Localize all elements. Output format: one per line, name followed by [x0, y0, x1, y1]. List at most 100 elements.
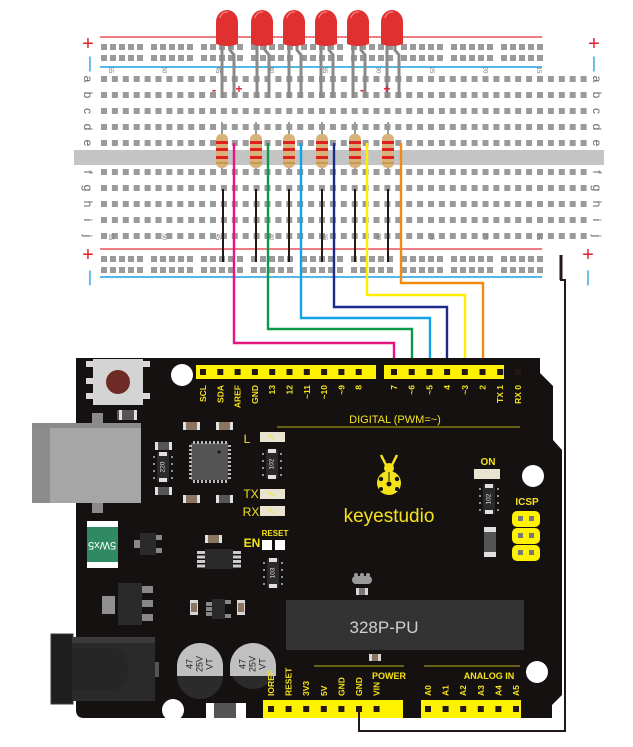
rail-hole	[260, 55, 266, 61]
breadboard-hole	[297, 124, 304, 130]
analog-header[interactable]	[421, 700, 521, 718]
polyfuse-end	[87, 562, 118, 568]
array-code: 102	[269, 458, 276, 469]
breadboard-hole	[275, 217, 282, 223]
header-pin	[355, 369, 362, 375]
chip-pin	[189, 461, 192, 463]
array-end	[268, 449, 276, 453]
breadboard-hole	[210, 217, 216, 223]
dc-jack-pin	[155, 662, 159, 677]
mounting-hole-right-top	[522, 465, 544, 487]
digital-header-left[interactable]	[196, 365, 376, 379]
breadboard-hole	[210, 169, 216, 175]
breadboard-hole	[101, 185, 107, 191]
icsp-header[interactable]	[512, 511, 540, 561]
rail-hole	[528, 256, 534, 262]
resistor-band	[316, 148, 328, 151]
breadboard-hole	[580, 140, 587, 146]
resistor-band	[316, 162, 328, 164]
breadboard-hole	[449, 92, 456, 98]
rail-hole	[487, 267, 493, 273]
led-rx-glyph	[267, 508, 275, 514]
rail-hole	[287, 267, 293, 273]
smd-cap	[119, 410, 122, 420]
breadboard-hole	[504, 169, 511, 175]
breadboard-hole	[558, 76, 565, 82]
breadboard-hole	[122, 92, 129, 98]
breadboard-hole	[526, 169, 533, 175]
array-body	[266, 449, 278, 479]
rail-hole	[151, 44, 157, 50]
array-pin	[281, 583, 283, 585]
breadboard-hole	[526, 140, 533, 146]
breadboard-hole	[144, 217, 151, 223]
breadboard-hole	[253, 185, 260, 191]
breadboard-hole	[144, 76, 151, 82]
breadboard-hole	[569, 76, 576, 82]
breadboard-hole	[144, 233, 151, 239]
breadboard-hole	[111, 124, 118, 130]
breadboard-hole	[395, 169, 402, 175]
breadboard-hole	[373, 76, 380, 82]
digital-pin-label: ~6	[407, 385, 417, 395]
rail-hole	[501, 256, 507, 262]
breadboard-hole	[558, 169, 565, 175]
chip-pin	[213, 441, 215, 444]
led-body	[315, 10, 337, 46]
breadboard-hole	[101, 169, 107, 175]
breadboard-hole	[122, 140, 129, 146]
breadboard-hole	[471, 76, 478, 82]
rail-hole	[219, 267, 225, 273]
rail-hole	[337, 55, 343, 61]
usb-connector-top	[32, 423, 141, 428]
array-pin	[280, 474, 282, 476]
digital-pin-label: 12	[285, 385, 295, 395]
digital-pin-label: GND	[250, 385, 260, 404]
breadboard-hole	[515, 217, 522, 223]
rail-hole	[310, 267, 316, 273]
reset-button-cap[interactable]	[106, 370, 130, 394]
rail-hole	[419, 256, 425, 262]
row-label: e	[81, 140, 95, 147]
polyfuse-end	[87, 521, 118, 527]
breadboard-hole	[122, 233, 129, 239]
power-header[interactable]	[263, 700, 403, 718]
breadboard-hole	[122, 124, 129, 130]
breadboard-hole	[406, 124, 413, 130]
digital-pin-label: AREF	[233, 385, 243, 408]
rail-hole	[537, 267, 543, 273]
column-number: 50	[161, 234, 167, 241]
digital-pin-label: 2	[478, 385, 488, 390]
array-pin	[497, 509, 499, 511]
breadboard-hole	[460, 76, 467, 82]
header-pin	[268, 706, 274, 712]
usb-tab	[92, 503, 103, 513]
rail-hole	[187, 267, 193, 273]
digital-header-right[interactable]	[384, 365, 504, 379]
breadboard-hole	[580, 76, 587, 82]
breadboard-hole	[177, 76, 184, 82]
reset-button-leg	[86, 378, 93, 384]
breadboard-hole	[362, 233, 369, 239]
breadboard-hole	[580, 233, 587, 239]
breadboard-hole	[471, 217, 478, 223]
rail-hole	[301, 44, 307, 50]
wire-pink	[232, 143, 396, 372]
power-title: POWER	[372, 671, 407, 681]
header-pin	[514, 369, 521, 375]
breadboard-hole	[188, 140, 195, 146]
smd-cap-body	[186, 422, 197, 430]
array-pin	[153, 463, 155, 465]
breadboard-hole	[319, 185, 325, 191]
breadboard-hole	[504, 217, 511, 223]
breadboard-hole	[493, 124, 500, 130]
breadboard-hole	[308, 169, 315, 175]
breadboard-hole	[133, 92, 140, 98]
power-pin-label: GND	[354, 677, 364, 696]
breadboard-hole	[482, 140, 489, 146]
brand-name: keyestudio	[344, 506, 435, 527]
array-end	[269, 584, 277, 588]
rail-hole	[510, 44, 516, 50]
breadboard-hole	[569, 185, 576, 191]
breadboard-hole	[547, 140, 554, 146]
